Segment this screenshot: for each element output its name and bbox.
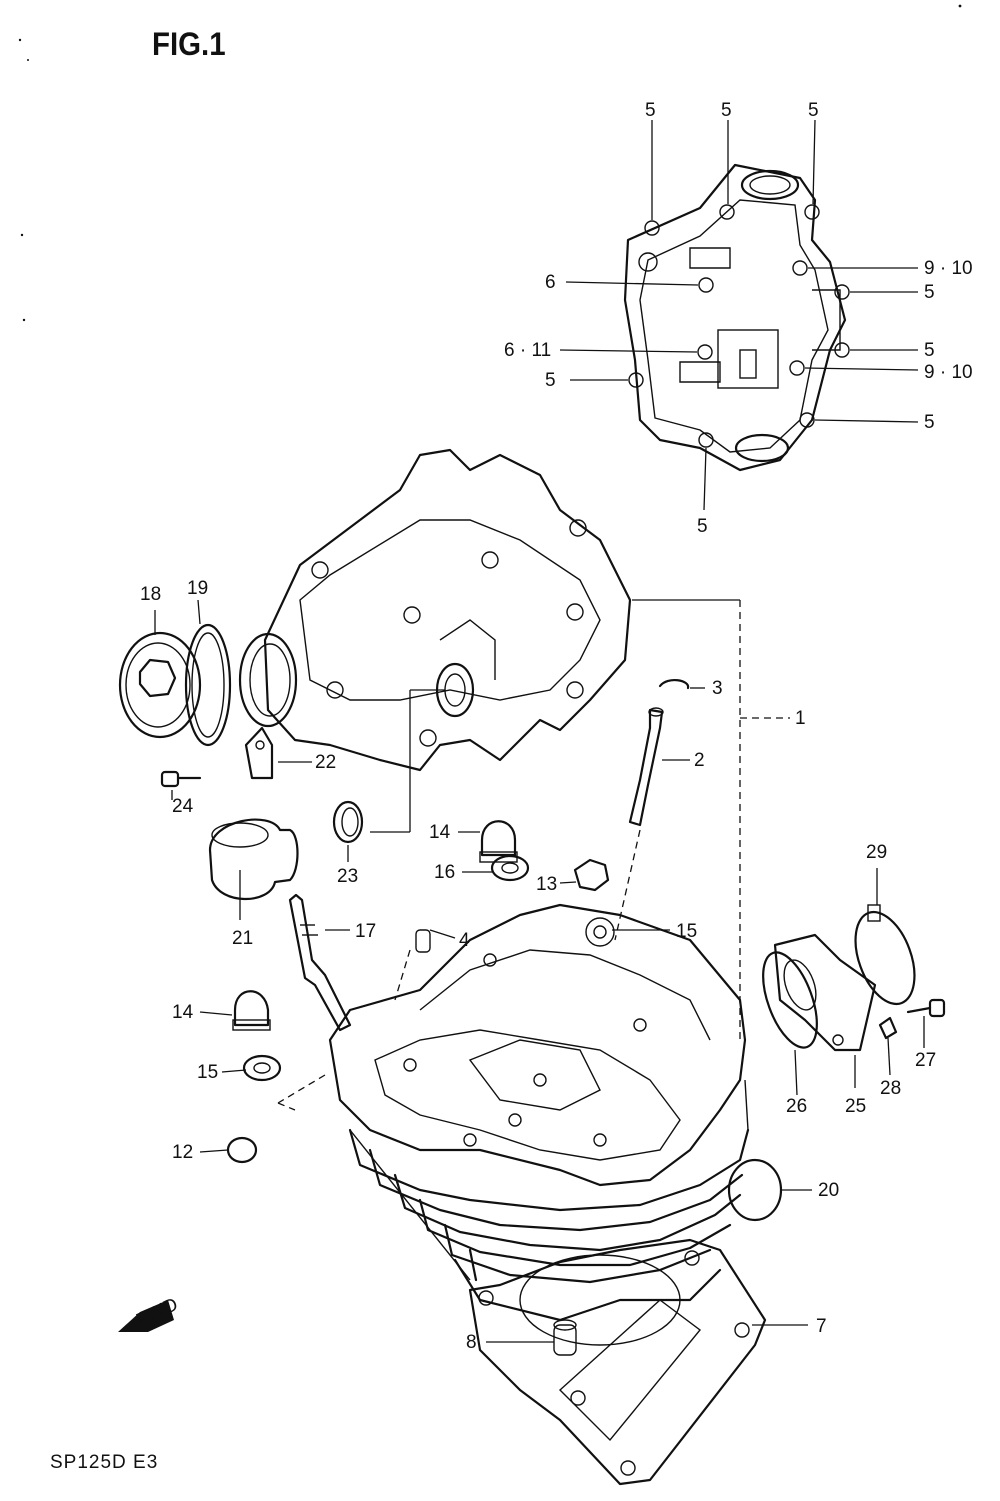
callout-5: 5 (924, 282, 935, 303)
callout-24: 24 (172, 796, 194, 817)
o-ring-26 (762, 951, 818, 1049)
assembly-leaders (154, 599, 925, 1343)
callout-5: 5 (924, 412, 935, 433)
valve-guide-2 (628, 707, 664, 827)
screw-27 (906, 998, 946, 1018)
callout-labels: 5 5 5 6 6 · 11 5 9 · 10 5 5 9 · 10 5 5 1… (140, 100, 973, 1353)
callout-21: 21 (232, 928, 253, 949)
cap-nut-14-lower (232, 990, 271, 1031)
bracket-22 (244, 726, 274, 780)
head-cover (623, 163, 850, 472)
callout-14: 14 (429, 822, 451, 843)
callout-20: 20 (818, 1180, 839, 1201)
seal-23 (332, 800, 364, 844)
callout-27: 27 (915, 1050, 936, 1071)
callout-2: 2 (694, 750, 705, 771)
intake-pipe-25 (773, 933, 877, 1052)
figure-title: FIG.1 (152, 26, 226, 62)
callout-28: 28 (880, 1078, 901, 1099)
plug-12 (226, 1136, 258, 1164)
washer-28 (878, 1016, 898, 1040)
callout-5: 5 (697, 516, 708, 537)
cap-21 (208, 818, 299, 901)
callout-9-10: 9 · 10 (924, 258, 973, 279)
callout-15: 15 (676, 921, 697, 942)
callout-19: 19 (187, 578, 208, 599)
plug-20 (727, 1158, 783, 1222)
cover-leaders (559, 119, 919, 511)
callout-6-11: 6 · 11 (504, 340, 551, 361)
callout-12: 12 (172, 1142, 193, 1163)
callout-8: 8 (466, 1332, 477, 1353)
callout-22: 22 (315, 752, 336, 773)
callout-18: 18 (140, 584, 161, 605)
callout-23: 23 (337, 866, 358, 887)
clamp-29 (854, 904, 916, 1006)
oil-filler-plug (118, 631, 202, 739)
callout-25: 25 (845, 1096, 866, 1117)
scan-specks (18, 4, 962, 322)
model-code: SP125D E3 (50, 1452, 159, 1473)
callout-17: 17 (355, 921, 376, 942)
callout-7: 7 (816, 1316, 827, 1337)
clip-3 (658, 679, 690, 690)
nut-13 (573, 858, 610, 892)
screw-24 (160, 770, 202, 788)
callout-9-10: 9 · 10 (924, 362, 973, 383)
washer-15-lower (242, 1054, 282, 1082)
cylinder-head (328, 903, 747, 1187)
callout-15: 15 (197, 1062, 218, 1083)
camshaft-housing (238, 448, 632, 772)
cylinder-block (348, 1079, 750, 1322)
callout-5: 5 (924, 340, 935, 361)
callout-5: 5 (645, 100, 656, 121)
spark-plug-17 (288, 893, 352, 1032)
callout-4: 4 (459, 930, 470, 951)
cylinder-base-gasket (468, 1238, 767, 1486)
callout-5: 5 (808, 100, 819, 121)
dowel-4 (415, 929, 431, 953)
callout-13: 13 (536, 874, 557, 895)
callout-3: 3 (712, 678, 723, 699)
callout-26: 26 (786, 1096, 807, 1117)
callout-5: 5 (721, 100, 732, 121)
o-ring-19 (184, 623, 232, 747)
washer-16 (490, 854, 530, 882)
callout-16: 16 (434, 862, 455, 883)
callout-5: 5 (545, 370, 556, 391)
callout-29: 29 (866, 842, 887, 863)
fwd-arrow: FWD (118, 1294, 181, 1332)
callout-14: 14 (172, 1002, 194, 1023)
callout-1: 1 (795, 708, 806, 729)
callout-6: 6 (545, 272, 556, 293)
